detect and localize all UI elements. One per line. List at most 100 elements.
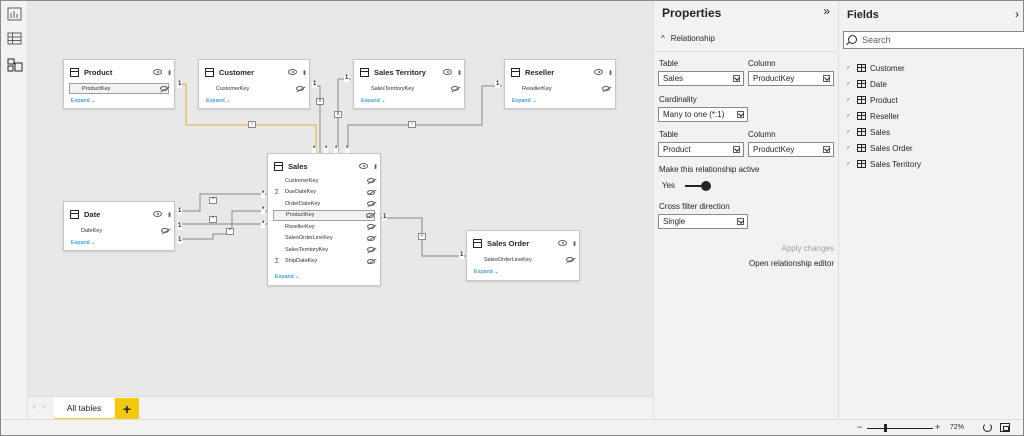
table-field-row[interactable]: ResellerKey bbox=[273, 221, 375, 232]
chevron-right-icon[interactable]: › bbox=[847, 113, 849, 119]
chevron-down-icon bbox=[733, 75, 740, 82]
expand-link[interactable]: Expand ⌄ bbox=[361, 98, 386, 104]
column2-select[interactable]: ProductKey bbox=[748, 142, 834, 157]
more-options-icon[interactable]: ••• bbox=[165, 69, 172, 75]
collapse-fields-button[interactable]: › bbox=[1015, 7, 1019, 21]
cardinality-select[interactable]: Many to one (*:1) bbox=[658, 107, 748, 122]
open-relationship-editor-link[interactable]: Open relationship editor bbox=[749, 259, 834, 268]
table-field-row[interactable]: ProductKey bbox=[69, 83, 169, 94]
table-icon bbox=[205, 67, 214, 77]
visibility-icon[interactable] bbox=[153, 69, 162, 75]
chevron-right-icon[interactable]: › bbox=[847, 97, 849, 103]
active-toggle[interactable] bbox=[685, 185, 709, 187]
chevron-right-icon[interactable]: › bbox=[847, 145, 849, 151]
field-list-item[interactable]: ›Product bbox=[847, 95, 898, 105]
filter-direction-icon: › bbox=[248, 121, 256, 128]
active-toggle-knob[interactable] bbox=[701, 181, 711, 191]
chevron-right-icon[interactable]: › bbox=[847, 129, 849, 135]
table-field-row[interactable]: ResellerKey bbox=[510, 83, 610, 94]
table-field-row[interactable]: ProductKey bbox=[273, 209, 375, 221]
table-field-row[interactable]: SalesOrderLineKey bbox=[472, 254, 574, 265]
field-list-item[interactable]: ›Sales Territory bbox=[847, 159, 921, 169]
table-card-product[interactable]: Product ••• ProductKey Expand ⌄ bbox=[63, 59, 175, 109]
more-options-icon[interactable]: ••• bbox=[606, 69, 613, 75]
model-canvas[interactable]: › v v ‹ ^ ^ ^ ÷ Product••• ProductKey Ex… bbox=[28, 1, 653, 396]
expand-link[interactable]: Expand ⌄ bbox=[474, 269, 499, 275]
expand-link[interactable]: Expand ⌄ bbox=[71, 98, 96, 104]
chevron-down-icon bbox=[733, 146, 740, 153]
search-input[interactable]: Search bbox=[843, 31, 1024, 49]
zoom-slider-thumb[interactable] bbox=[883, 424, 887, 432]
more-options-icon[interactable]: ••• bbox=[165, 211, 172, 217]
visibility-icon[interactable] bbox=[288, 69, 297, 75]
table-icon bbox=[511, 67, 520, 77]
more-options-icon[interactable]: ••• bbox=[570, 240, 577, 246]
tab-next-button[interactable]: › bbox=[43, 404, 46, 411]
table-card-sales-territory[interactable]: Sales Territory••• SalesTerritoryKey Exp… bbox=[353, 59, 465, 109]
visibility-icon[interactable] bbox=[153, 211, 162, 217]
chevron-right-icon[interactable]: › bbox=[847, 161, 849, 167]
apply-changes-button[interactable]: Apply changes bbox=[781, 244, 834, 253]
more-options-icon[interactable]: ••• bbox=[300, 69, 307, 75]
field-list-item[interactable]: ›Customer bbox=[847, 63, 905, 73]
table-card-sales-order[interactable]: Sales Order••• SalesOrderLineKey Expand … bbox=[466, 230, 580, 281]
table-field-row[interactable]: CustomerKey bbox=[204, 83, 304, 94]
field-list-item[interactable]: ›Sales bbox=[847, 127, 891, 137]
data-view-icon[interactable] bbox=[7, 32, 23, 46]
chevron-down-icon bbox=[737, 218, 744, 225]
table-icon bbox=[70, 67, 79, 77]
column1-select[interactable]: ProductKey bbox=[748, 71, 834, 86]
cardinality-many: * bbox=[261, 221, 266, 228]
table-field-row[interactable]: OrderDateKey bbox=[273, 198, 375, 209]
tab-all-tables[interactable]: All tables bbox=[54, 397, 114, 420]
hidden-icon bbox=[566, 257, 574, 262]
table-title: Customer bbox=[219, 67, 255, 77]
expand-link[interactable]: Expand ⌄ bbox=[71, 240, 96, 246]
fit-to-screen-icon[interactable] bbox=[1000, 423, 1010, 432]
visibility-icon[interactable] bbox=[359, 163, 368, 169]
hidden-icon bbox=[367, 235, 375, 241]
table-field-row[interactable]: CustomerKey bbox=[273, 175, 375, 186]
visibility-icon[interactable] bbox=[594, 69, 603, 75]
table-card-date[interactable]: Date••• DateKey Expand ⌄ bbox=[63, 201, 175, 251]
zoom-slider[interactable] bbox=[867, 428, 933, 429]
table1-select[interactable]: Sales bbox=[658, 71, 744, 86]
visibility-icon[interactable] bbox=[558, 240, 567, 246]
table-field-row[interactable]: DateKey bbox=[69, 225, 169, 236]
report-view-icon[interactable] bbox=[7, 7, 23, 21]
tab-prev-button[interactable]: ‹ bbox=[33, 404, 36, 411]
hidden-icon bbox=[161, 228, 169, 233]
collapse-pane-button[interactable]: » bbox=[823, 4, 830, 18]
cross-filter-select[interactable]: Single bbox=[658, 214, 748, 229]
fields-pane: Fields › Search ›Customer›Date›Product›R… bbox=[839, 1, 1024, 419]
zoom-out-button[interactable]: − bbox=[857, 422, 863, 432]
add-layout-button[interactable]: + bbox=[115, 398, 139, 419]
field-list-item[interactable]: ›Sales Order bbox=[847, 143, 913, 153]
table-field-row[interactable]: SalesTerritoryKey bbox=[359, 83, 459, 94]
expand-link[interactable]: Expand ⌄ bbox=[275, 274, 300, 280]
expand-link[interactable]: Expand ⌄ bbox=[206, 98, 231, 104]
view-rail bbox=[1, 1, 28, 419]
chevron-down-icon bbox=[823, 75, 830, 82]
table-field-row[interactable]: SalesTerritoryKey bbox=[273, 244, 375, 255]
visibility-icon[interactable] bbox=[443, 69, 452, 75]
field-list-item[interactable]: ›Reseller bbox=[847, 111, 900, 121]
table2-select[interactable]: Product bbox=[658, 142, 744, 157]
table-field-row[interactable]: SalesOrderLineKey bbox=[273, 233, 375, 244]
more-options-icon[interactable]: ••• bbox=[371, 163, 378, 169]
reset-layout-icon[interactable] bbox=[983, 423, 992, 432]
table-title: Product bbox=[84, 67, 113, 77]
relationship-section-header[interactable]: ^Relationship bbox=[661, 34, 715, 43]
model-view-icon[interactable] bbox=[7, 58, 23, 72]
table-card-reseller[interactable]: Reseller••• ResellerKey Expand ⌄ bbox=[504, 59, 616, 109]
expand-link[interactable]: Expand ⌄ bbox=[512, 98, 537, 104]
chevron-right-icon[interactable]: › bbox=[847, 65, 849, 71]
more-options-icon[interactable]: ••• bbox=[455, 69, 462, 75]
table-card-customer[interactable]: Customer ••• CustomerKey Expand ⌄ bbox=[198, 59, 310, 109]
field-list-item[interactable]: ›Date bbox=[847, 79, 887, 89]
chevron-right-icon[interactable]: › bbox=[847, 81, 849, 87]
zoom-in-button[interactable]: + bbox=[935, 422, 941, 432]
